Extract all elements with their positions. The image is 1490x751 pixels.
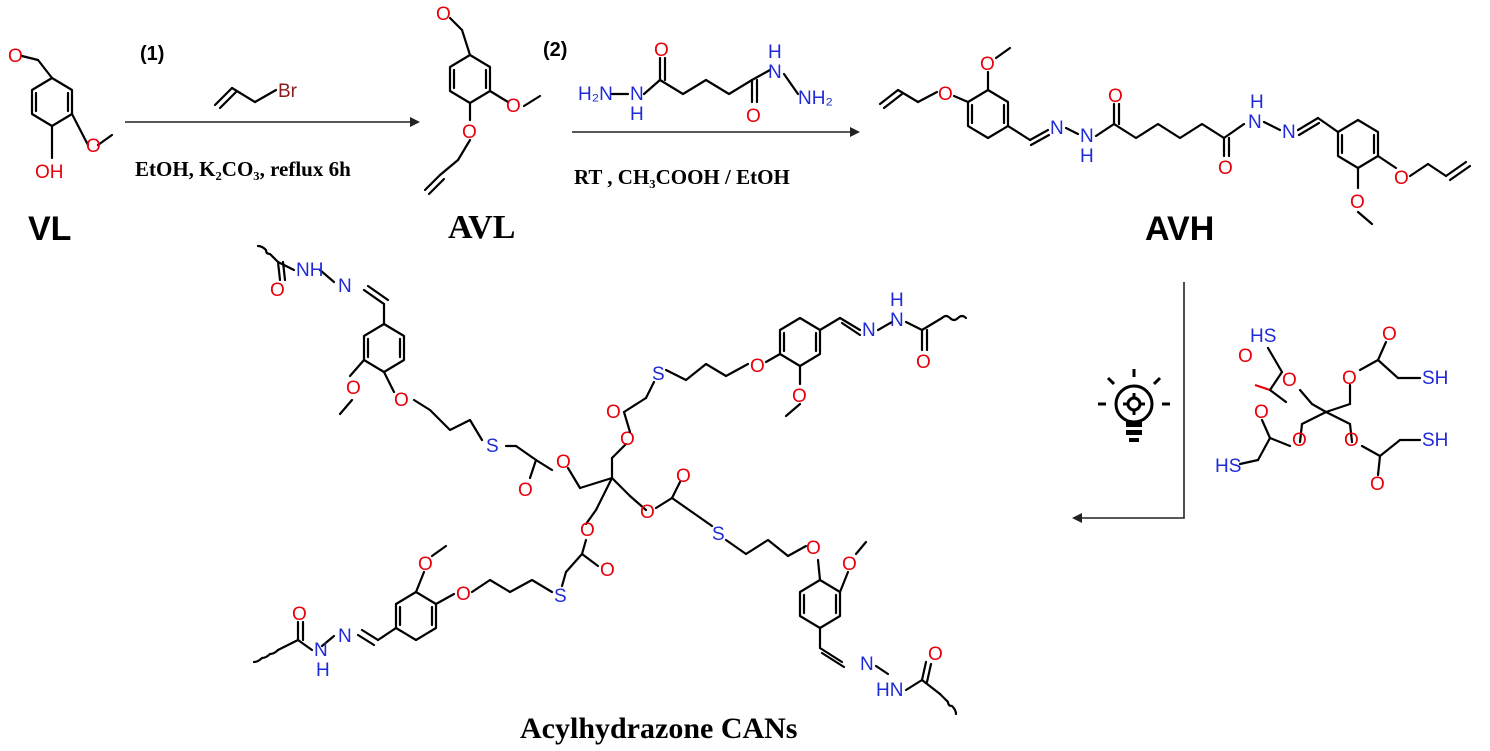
ester-o-bottom-left-c: O	[1254, 402, 1269, 423]
avh-amide-n-left: N	[1080, 126, 1094, 147]
vl-label: VL	[28, 210, 71, 248]
ester-o-top-left-c: O	[1238, 346, 1253, 367]
cans-ester-o-downright: O	[640, 502, 655, 523]
thiol-sh-right-bottom: SH	[1422, 430, 1448, 451]
step2-number: (2)	[543, 39, 567, 61]
cans-methoxy-o-upleft: O	[346, 378, 361, 399]
dihydrazide-nh-left-h: H	[630, 104, 644, 125]
vl-aldehyde-o: O	[8, 46, 23, 67]
avh-imine-n-right: N	[1282, 122, 1296, 143]
ester-o-bottom-right-c: O	[1370, 474, 1385, 495]
dihydrazide-nh-left-n: N	[630, 84, 644, 105]
cans-carbonyl-o-downleft2: O	[292, 604, 307, 625]
ester-o-top-right-c: O	[1382, 324, 1397, 345]
cans-network-structure: O O S O O N H N O O O S	[252, 244, 968, 716]
cans-amide-h-downleft: H	[316, 660, 330, 681]
cans-imine-n-up: N	[862, 320, 876, 341]
avh-amide-h-left: H	[1080, 146, 1094, 167]
avh-imine-n-left: N	[1050, 118, 1064, 139]
cans-carbonyl-o-downright: O	[676, 466, 691, 487]
cans-sulfur-downleft: S	[554, 586, 567, 607]
dihydrazide-o-right: O	[746, 106, 761, 127]
dihydrazide-nh-right-n: N	[768, 62, 782, 83]
vl-structure: O O OH	[8, 46, 114, 183]
cans-methoxy-o-up: O	[792, 386, 807, 407]
cans-carbonyl-o-up2: O	[916, 352, 931, 373]
vl-hydroxyl: OH	[35, 162, 64, 183]
cans-carbonyl-o-downright2: O	[928, 644, 943, 665]
cans-amide-n-up: N	[890, 310, 904, 331]
cans-amide-nh-upleft: NH	[296, 260, 323, 281]
cans-imine-n-downright: N	[860, 654, 874, 675]
avl-aldehyde-o: O	[436, 4, 451, 25]
cans-ether-o-downleft: O	[456, 584, 471, 605]
cans-sulfur-upleft: S	[486, 436, 499, 457]
cans-ester-o-up: O	[620, 429, 635, 450]
cans-imine-n-upleft: N	[338, 276, 352, 297]
bromine-atom: Br	[278, 81, 298, 102]
cans-amide-n-downleft: N	[314, 640, 328, 661]
ester-o-top-left-e: O	[1282, 370, 1297, 391]
cans-carbonyl-o-downleft: O	[600, 560, 615, 581]
avh-label: AVH	[1145, 210, 1214, 248]
dihydrazide-o-left: O	[654, 40, 669, 61]
avh-ether-o-left: O	[938, 84, 953, 105]
allyl-bromide-structure: Br	[213, 81, 298, 110]
avh-carbonyl-o-right: O	[1218, 158, 1233, 179]
cans-ether-o-up: O	[750, 356, 765, 377]
cans-label: Acylhydrazone CANs	[520, 712, 798, 745]
dihydrazide-h2n: H₂N	[578, 84, 613, 105]
cans-carbonyl-o-upleft2: O	[270, 280, 285, 301]
cans-methoxy-o-downright: O	[842, 554, 857, 575]
thiol-ene-arrow	[1082, 282, 1185, 519]
avh-structure: O O N N H O O H N N O	[878, 46, 1472, 226]
avh-amide-n-right: N	[1248, 112, 1262, 133]
tetrathiol-structure: HS O O O O SH O O HS O O SH	[1215, 324, 1448, 495]
cans-imine-n-downleft: N	[338, 626, 352, 647]
cans-ether-o-downright: O	[806, 538, 821, 559]
cans-methoxy-o-downleft: O	[418, 554, 433, 575]
avh-methoxy-o-left: O	[980, 54, 995, 75]
step1-number: (1)	[140, 43, 164, 65]
avl-structure: O O O	[423, 4, 542, 196]
cans-carbonyl-o-up: O	[606, 402, 621, 423]
avl-methoxy-o: O	[506, 96, 521, 117]
cans-ester-o-upleft: O	[556, 452, 571, 473]
thiol-hs-bottom: HS	[1215, 456, 1241, 477]
step2-conditions: RT , CH₃COOH / EtOH	[574, 165, 790, 189]
avl-ether-o: O	[462, 122, 477, 143]
ester-o-top-right-e: O	[1342, 368, 1357, 389]
dihydrazide-nh2: NH₂	[798, 88, 833, 109]
ester-o-bottom-right-e: O	[1344, 430, 1359, 451]
step1-conditions: EtOH, K₂CO₃, reflux 6h	[135, 157, 351, 181]
ester-o-bottom-left-e: O	[1292, 430, 1307, 451]
avh-methoxy-o-right: O	[1350, 192, 1365, 213]
avh-amide-h-right: H	[1250, 92, 1264, 113]
cans-sulfur-up: S	[652, 364, 665, 385]
avl-label: AVL	[448, 209, 515, 246]
cans-amide-h-up: H	[890, 290, 904, 311]
avh-ether-o-right: O	[1394, 168, 1409, 189]
adipic-dihydrazide-structure: H₂N N H O O H N NH₂	[578, 40, 833, 127]
cans-ester-o-downleft: O	[580, 520, 595, 541]
dihydrazide-nh-right-h: H	[768, 42, 782, 63]
vl-methoxy-o: O	[86, 136, 101, 157]
cans-amide-hn-downright: HN	[876, 680, 903, 701]
cans-ether-o-upleft: O	[394, 390, 409, 411]
light-bulb-icon	[1098, 369, 1170, 442]
cans-carbonyl-o-upleft: O	[518, 480, 533, 501]
cans-sulfur-downright: S	[712, 524, 725, 545]
thiol-sh-right-top: SH	[1422, 368, 1448, 389]
avh-carbonyl-o-left: O	[1108, 86, 1123, 107]
thiol-hs-top: HS	[1250, 326, 1276, 347]
